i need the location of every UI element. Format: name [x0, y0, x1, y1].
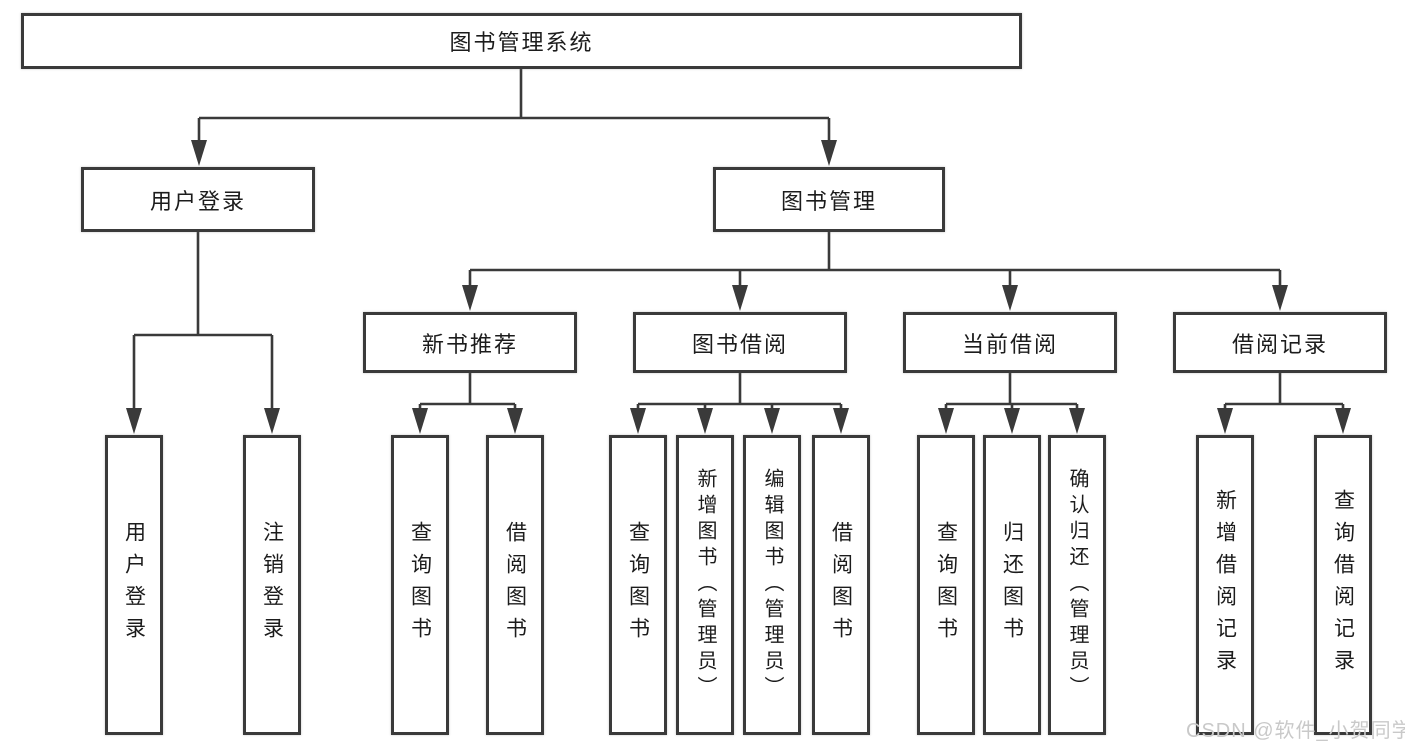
leaf-return-book: 归还图书 — [983, 435, 1041, 735]
arrow-down-icon — [1004, 408, 1020, 434]
node-label: 新增图书（管理员） — [694, 468, 716, 702]
leaf-add-book-admin: 新增图书（管理员） — [676, 435, 734, 735]
arrow-down-icon — [732, 285, 748, 311]
leaf-borrow-books: 借阅图书 — [812, 435, 870, 735]
arrow-down-icon — [833, 408, 849, 434]
arrow-down-icon — [697, 408, 713, 434]
node-label: 编辑图书（管理员） — [761, 468, 783, 702]
arrow-down-icon — [507, 408, 523, 434]
csdn-watermark: CSDN @软件_小贺同学 — [1186, 720, 1405, 742]
arrow-down-icon — [462, 285, 478, 311]
node-new-book-recommend: 新书推荐 — [363, 312, 577, 373]
leaf-confirm-return-admin: 确认归还（管理员） — [1048, 435, 1106, 735]
node-label: 确认归还（管理员） — [1066, 468, 1088, 702]
node-label: 查询借阅记录 — [1331, 489, 1355, 681]
leaf-query-borrow-record: 查询借阅记录 — [1314, 435, 1372, 735]
node-label: 借阅图书 — [503, 521, 527, 649]
node-label: 查询图书 — [626, 521, 650, 649]
node-label: 图书借阅 — [691, 331, 788, 357]
arrow-down-icon — [126, 408, 142, 434]
arrow-down-icon — [1217, 408, 1233, 434]
node-label: 注销登录 — [260, 521, 284, 649]
node-label: 当前借阅 — [961, 331, 1058, 357]
leaf-borrow-books: 借阅图书 — [486, 435, 544, 735]
arrow-down-icon — [264, 408, 280, 434]
node-current-borrow: 当前借阅 — [903, 312, 1117, 373]
arrow-down-icon — [412, 408, 428, 434]
node-label: 借阅图书 — [829, 521, 853, 649]
leaf-logout: 注销登录 — [243, 435, 301, 735]
arrow-down-icon — [1335, 408, 1351, 434]
node-user-login: 用户登录 — [81, 167, 315, 232]
leaf-query-books: 查询图书 — [609, 435, 667, 735]
node-library-management-system: 图书管理系统 — [21, 13, 1022, 69]
leaf-query-books: 查询图书 — [391, 435, 449, 735]
arrowheads — [126, 140, 1351, 434]
node-label: 查询图书 — [934, 521, 958, 649]
node-book-management: 图书管理 — [713, 167, 945, 232]
node-label: 图书管理系统 — [449, 30, 594, 55]
node-label: 图书管理 — [780, 188, 877, 214]
arrow-down-icon — [1272, 285, 1288, 311]
node-label: 用户登录 — [149, 188, 246, 214]
node-borrow-records: 借阅记录 — [1173, 312, 1387, 373]
arrow-down-icon — [191, 140, 207, 166]
leaf-user-login: 用户登录 — [105, 435, 163, 735]
arrow-down-icon — [764, 408, 780, 434]
node-label: 借阅记录 — [1231, 331, 1328, 357]
node-label: 新增借阅记录 — [1213, 489, 1237, 681]
arrow-down-icon — [1069, 408, 1085, 434]
arrow-down-icon — [821, 140, 837, 166]
node-label: 用户登录 — [122, 521, 146, 649]
arrow-down-icon — [938, 408, 954, 434]
node-label: 新书推荐 — [421, 331, 518, 357]
node-book-borrow: 图书借阅 — [633, 312, 847, 373]
arrow-down-icon — [630, 408, 646, 434]
leaf-add-borrow-record: 新增借阅记录 — [1196, 435, 1254, 735]
arrow-down-icon — [1002, 285, 1018, 311]
connector-lines — [132, 69, 1345, 414]
leaf-query-books: 查询图书 — [917, 435, 975, 735]
leaf-edit-book-admin: 编辑图书（管理员） — [743, 435, 801, 735]
node-label: 查询图书 — [408, 521, 432, 649]
node-label: 归还图书 — [1000, 521, 1024, 649]
